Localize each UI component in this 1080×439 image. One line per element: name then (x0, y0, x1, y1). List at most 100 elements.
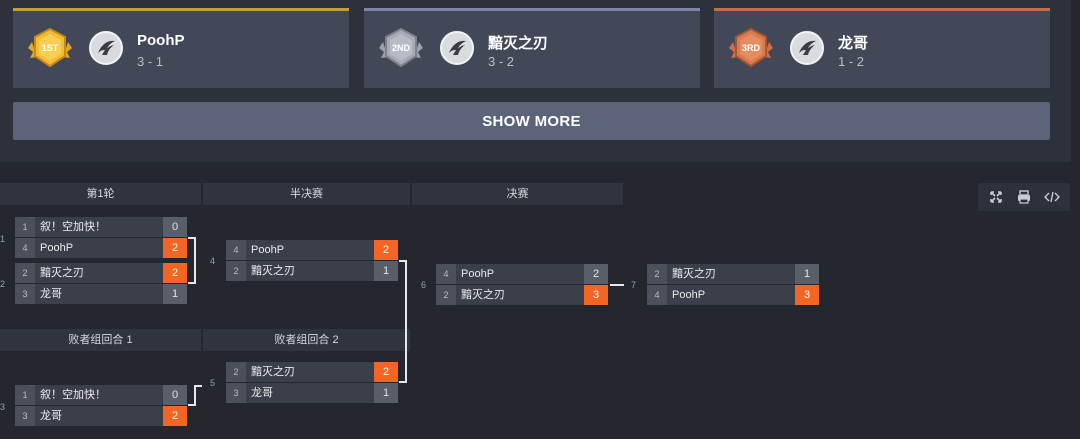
match-score: 2 (163, 406, 187, 426)
accent-bar (714, 8, 1050, 11)
match-score: 1 (374, 261, 398, 281)
player-record: 3 - 2 (488, 54, 515, 69)
bracket-connector (405, 260, 407, 383)
match-row[interactable]: 4 PoohP 2 (15, 238, 187, 258)
team-name: PoohP (251, 244, 285, 256)
player-name: PoohP (137, 32, 185, 49)
seed-number: 3 (226, 383, 246, 403)
match-row[interactable]: 2 黯灭之刃 1 (647, 264, 819, 284)
match-score: 2 (374, 362, 398, 382)
match-score: 3 (584, 285, 608, 305)
bracket-connector (399, 381, 407, 383)
podium-card-first[interactable]: 1ST PoohP 3 - 1 (13, 8, 349, 88)
seed-number: 2 (226, 362, 246, 382)
team-name: PoohP (672, 289, 706, 301)
seed-number: 1 (15, 217, 35, 237)
match-card[interactable]: 4 PoohP 2 2 黯灭之刃 1 (226, 240, 398, 282)
player-avatar (440, 31, 474, 65)
show-more-button[interactable]: SHOW MORE (13, 102, 1050, 140)
silver-medal-icon: 2ND (379, 27, 423, 68)
team-name: 龙哥 (40, 288, 62, 300)
match-number: 6 (421, 280, 427, 290)
player-record: 1 - 2 (838, 54, 865, 69)
bracket-connector (610, 284, 624, 286)
bracket-toolbar (978, 183, 1070, 211)
round-header-semifinal: 半决赛 (203, 183, 410, 205)
round-header-losers-2: 败者组回合 2 (203, 329, 410, 351)
match-number: 5 (210, 378, 216, 388)
seed-number: 2 (436, 285, 456, 305)
player-avatar (790, 31, 824, 65)
match-row[interactable]: 2 黯灭之刃 1 (226, 261, 398, 281)
player-name: 黯灭之刃 (488, 35, 549, 52)
seed-number: 2 (226, 261, 246, 281)
team-name: 黯灭之刃 (251, 366, 295, 378)
match-card[interactable]: 4 PoohP 2 2 黯灭之刃 3 (436, 264, 608, 306)
seed-number: 3 (15, 284, 35, 304)
seed-number: 2 (647, 264, 667, 284)
svg-text:3RD: 3RD (742, 43, 761, 53)
accent-bar (364, 8, 700, 11)
match-row[interactable]: 1 叙！空加快！ 0 (15, 385, 187, 405)
match-row[interactable]: 4 PoohP 2 (436, 264, 608, 284)
bracket-connector (194, 385, 196, 406)
podium-card-third[interactable]: 3RD 龙哥 1 - 2 (714, 8, 1050, 88)
team-name: 叙！空加快！ (40, 221, 106, 233)
team-name: 黯灭之刃 (461, 289, 505, 301)
match-row[interactable]: 4 PoohP 2 (226, 240, 398, 260)
seed-number: 4 (647, 285, 667, 305)
team-name: 黯灭之刃 (251, 265, 295, 277)
match-row[interactable]: 2 黯灭之刃 3 (436, 285, 608, 305)
match-number: 2 (0, 279, 6, 289)
print-icon[interactable] (1016, 189, 1032, 205)
round-header-r1: 第1轮 (0, 183, 201, 205)
bronze-medal-icon: 3RD (729, 27, 773, 68)
podium-card-second[interactable]: 2ND 黯灭之刃 3 - 2 (364, 8, 700, 88)
code-icon[interactable] (1044, 189, 1060, 205)
seed-number: 4 (436, 264, 456, 284)
match-score: 2 (374, 240, 398, 260)
player-name: 龙哥 (838, 35, 869, 52)
match-row[interactable]: 3 龙哥 2 (15, 406, 187, 426)
bracket-connector (194, 385, 202, 387)
team-name: 黯灭之刃 (672, 268, 716, 280)
match-score: 2 (584, 264, 608, 284)
match-score: 1 (795, 264, 819, 284)
expand-icon[interactable] (988, 189, 1004, 205)
seed-number: 4 (226, 240, 246, 260)
standings-panel: 1ST PoohP 3 - 1 2ND 黯灭之刃 3 - 2 3RD (0, 0, 1071, 162)
bracket-connector (188, 237, 196, 239)
accent-bar (13, 8, 349, 11)
bracket-connector (194, 237, 196, 284)
team-name: 叙！空加快！ (40, 389, 106, 401)
seed-number: 1 (15, 385, 35, 405)
player-record: 3 - 1 (137, 54, 164, 69)
round-header-losers-1: 败者组回合 1 (0, 329, 201, 351)
match-row[interactable]: 2 黯灭之刃 2 (226, 362, 398, 382)
match-score: 0 (163, 385, 187, 405)
match-number: 1 (0, 234, 6, 244)
seed-number: 4 (15, 238, 35, 258)
match-card[interactable]: 1 叙！空加快！ 0 3 龙哥 2 (15, 385, 187, 427)
team-name: PoohP (461, 268, 495, 280)
match-score: 2 (163, 238, 187, 258)
bracket-connector (188, 404, 196, 406)
seed-number: 3 (15, 406, 35, 426)
match-score: 2 (163, 263, 187, 283)
bracket-connector (399, 260, 407, 262)
bracket-connector (188, 282, 196, 284)
svg-text:2ND: 2ND (392, 43, 411, 53)
match-number: 4 (210, 256, 216, 266)
team-name: 龙哥 (40, 410, 62, 422)
match-number: 7 (631, 280, 637, 290)
team-name: PoohP (40, 242, 74, 254)
